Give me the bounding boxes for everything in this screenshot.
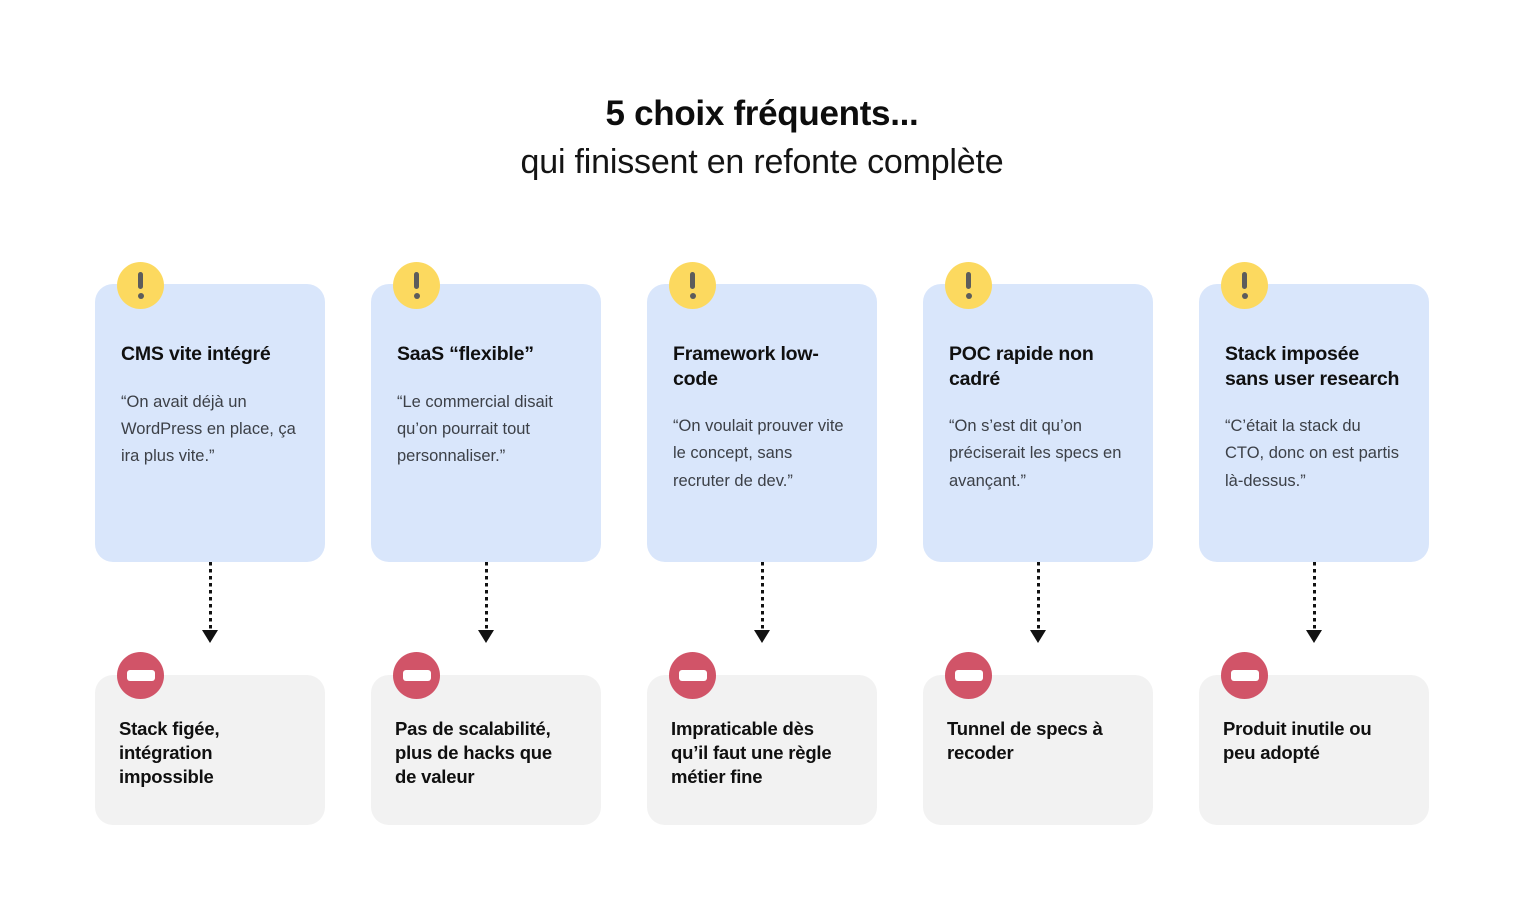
choice-quote: “On voulait prouver vite le concept, san… [673, 417, 844, 490]
outcome-title: Produit inutile ou peu adopté [1223, 718, 1372, 764]
exclamation-bar-icon [690, 272, 695, 289]
exclamation-icon [669, 262, 716, 309]
outcome-title: Pas de scalabilité, plus de hacks que de… [395, 718, 552, 788]
exclamation-icon [117, 262, 164, 309]
exclamation-icon [945, 262, 992, 309]
page-subtitle: qui finissent en refonte complète [520, 142, 1004, 181]
no-entry-bar-icon [1230, 670, 1259, 681]
exclamation-icon [393, 262, 440, 309]
arrow-head-icon [754, 630, 770, 643]
no-entry-bar-icon [402, 670, 431, 681]
dotted-down-arrow-icon [478, 562, 494, 650]
dotted-down-arrow-icon [1306, 562, 1322, 650]
exclamation-dot-icon [965, 293, 972, 299]
no-entry-bar-icon [678, 670, 707, 681]
exclamation-bar-icon [414, 272, 419, 289]
choice-quote: “C’était la stack du CTO, donc on est pa… [1225, 417, 1399, 490]
arrow-head-icon [478, 630, 494, 643]
exclamation-icon [1221, 262, 1268, 309]
exclamation-dot-icon [689, 293, 696, 299]
outcome-card-4: Tunnel de specs à recoder [923, 675, 1153, 825]
arrow-shaft-icon [484, 562, 488, 632]
exclamation-dot-icon [413, 293, 420, 299]
choice-title: SaaS “flexible” [397, 343, 534, 365]
outcome-title: Impraticable dès qu’il faut une règle mé… [671, 718, 832, 788]
column-2: SaaS “flexible” “Le commercial disait qu… [371, 262, 601, 842]
no-entry-bar-icon [954, 670, 983, 681]
choice-card-5: Stack imposée sans user research “C’étai… [1199, 284, 1429, 562]
no-entry-icon [945, 652, 992, 699]
choice-quote: “Le commercial disait qu’on pourrait tou… [397, 392, 553, 465]
outcome-card-3: Impraticable dès qu’il faut une règle mé… [647, 675, 877, 825]
outcome-card-1: Stack figée, intégration impossible [95, 675, 325, 825]
exclamation-dot-icon [137, 293, 144, 299]
no-entry-icon [1221, 652, 1268, 699]
page-heading: 5 choix fréquents... qui finissent en re… [0, 92, 1524, 186]
choice-quote: “On s’est dit qu’on préciserait les spec… [949, 417, 1122, 490]
choice-card-2: SaaS “flexible” “Le commercial disait qu… [371, 284, 601, 562]
column-5: Stack imposée sans user research “C’étai… [1199, 262, 1429, 842]
outcome-card-2: Pas de scalabilité, plus de hacks que de… [371, 675, 601, 825]
outcome-title: Tunnel de specs à recoder [947, 718, 1103, 764]
choice-card-3: Framework low-code “On voulait prouver v… [647, 284, 877, 562]
dotted-down-arrow-icon [202, 562, 218, 650]
choice-title: Framework low-code [673, 343, 819, 390]
choice-title: Stack imposée sans user research [1225, 343, 1400, 390]
outcome-title: Stack figée, intégration impossible [119, 718, 220, 788]
arrow-head-icon [1030, 630, 1046, 643]
column-1: CMS vite intégré “On avait déjà un WordP… [95, 262, 325, 842]
choice-title: CMS vite intégré [121, 343, 271, 365]
choice-quote: “On avait déjà un WordPress en place, ça… [121, 392, 296, 465]
exclamation-bar-icon [966, 272, 971, 289]
choice-card-1: CMS vite intégré “On avait déjà un WordP… [95, 284, 325, 562]
exclamation-bar-icon [1242, 272, 1247, 289]
columns-grid: CMS vite intégré “On avait déjà un WordP… [95, 262, 1429, 842]
no-entry-icon [669, 652, 716, 699]
arrow-shaft-icon [760, 562, 764, 632]
dotted-down-arrow-icon [754, 562, 770, 650]
no-entry-bar-icon [126, 670, 155, 681]
column-3: Framework low-code “On voulait prouver v… [647, 262, 877, 842]
exclamation-dot-icon [1241, 293, 1248, 299]
arrow-shaft-icon [208, 562, 212, 632]
arrow-head-icon [1306, 630, 1322, 643]
no-entry-icon [117, 652, 164, 699]
dotted-down-arrow-icon [1030, 562, 1046, 650]
arrow-head-icon [202, 630, 218, 643]
page-title: 5 choix fréquents... [605, 94, 919, 133]
choice-title: POC rapide non cadré [949, 343, 1094, 390]
no-entry-icon [393, 652, 440, 699]
column-4: POC rapide non cadré “On s’est dit qu’on… [923, 262, 1153, 842]
arrow-shaft-icon [1312, 562, 1316, 632]
outcome-card-5: Produit inutile ou peu adopté [1199, 675, 1429, 825]
exclamation-bar-icon [138, 272, 143, 289]
arrow-shaft-icon [1036, 562, 1040, 632]
choice-card-4: POC rapide non cadré “On s’est dit qu’on… [923, 284, 1153, 562]
